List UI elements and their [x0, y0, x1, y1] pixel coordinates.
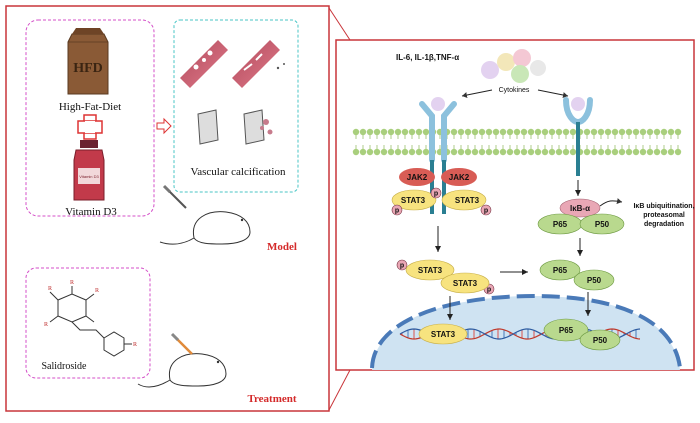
p65-upper-label: P65	[553, 220, 568, 229]
svg-text:R: R	[70, 280, 74, 286]
vitamin-bottle-icon	[73, 140, 105, 201]
calcification-box	[173, 19, 299, 193]
stat3-left	[391, 189, 437, 211]
stat3-nucleus	[418, 323, 468, 345]
pstat3-bottom	[440, 272, 490, 294]
ikb-alpha	[559, 198, 601, 218]
ikb-note-line3: degradation	[644, 221, 684, 228]
svg-text:p: p	[395, 208, 399, 215]
p65-mid-label: P65	[553, 266, 568, 275]
vessel-normal-icon	[180, 40, 228, 88]
svg-text:p: p	[400, 263, 404, 270]
svg-text:R: R	[133, 342, 137, 348]
jak2-right	[441, 168, 477, 186]
cell-membrane	[352, 128, 682, 156]
svg-text:p: p	[434, 191, 438, 198]
p65-nucleus	[543, 318, 589, 342]
p50-mid	[573, 269, 615, 291]
svg-text:R: R	[48, 286, 52, 292]
left-panel-frame	[5, 5, 330, 412]
pstat3-bottom-label: STAT3	[453, 279, 478, 288]
stat3-right-label: STAT3	[455, 196, 480, 205]
phosphate-labels: p p p p p	[395, 191, 491, 294]
ligand-right	[571, 97, 585, 111]
mouse-treatment-icon	[137, 332, 227, 388]
plus-icon	[77, 114, 103, 140]
hfd-label: High-Fat-Diet	[59, 101, 121, 113]
p65-mid	[539, 259, 581, 281]
svg-text:p: p	[487, 287, 491, 294]
artery-calcified-icon	[243, 109, 273, 145]
cytokine-arrow-left	[461, 89, 493, 98]
jak2-left	[399, 168, 435, 186]
cytokine-cluster	[481, 49, 546, 83]
svg-text:p: p	[484, 208, 488, 215]
p65-nucleus-label: P65	[559, 326, 574, 335]
treatment-label: Treatment	[247, 393, 296, 405]
calcification-label: Vascular calcification	[191, 166, 286, 178]
model-box	[25, 19, 155, 217]
ikb-note-line1: IκB ubiquitination,	[633, 203, 694, 210]
stat3-nucleus-label: STAT3	[431, 330, 456, 339]
molecule-atoms: R R R R R	[44, 280, 137, 348]
jak2-right-label: JAK2	[449, 173, 470, 182]
cytokines-list-label: IL-6, IL-1β,TNF-α	[396, 53, 459, 62]
vessel-calcified-icon	[232, 40, 285, 88]
svg-text:R: R	[44, 322, 48, 328]
vitamin-bottle-text: Vitamin D3	[79, 174, 99, 179]
ikb-degradation-arrow	[599, 198, 623, 207]
nuclear-envelope	[370, 293, 682, 369]
ikb-note-line2: proteasomal	[643, 212, 685, 219]
p50-upper-label: P50	[595, 220, 610, 229]
treatment-box	[25, 267, 151, 379]
hfd-bag-icon	[67, 28, 109, 95]
cytokines-label: Cytokines	[499, 87, 530, 94]
p50-mid-label: P50	[587, 276, 602, 285]
pstat3-top-label: STAT3	[418, 266, 443, 275]
p50-nucleus	[579, 329, 621, 351]
salidroside-molecule	[49, 286, 132, 357]
ligand-left	[431, 97, 445, 111]
cytokine-arrow-right	[537, 89, 569, 98]
ikb-alpha-label: IκB-α	[570, 204, 590, 213]
model-label: Model	[267, 241, 297, 253]
hfd-bag-text: HFD	[73, 61, 103, 76]
vitamin-d3-label: Vitamin D3	[65, 206, 117, 218]
p50-nucleus-label: P50	[593, 336, 608, 345]
pstat3-top	[405, 259, 455, 281]
model-arrow-icon	[156, 117, 172, 135]
artery-normal-icon	[197, 109, 219, 145]
salidroside-label: Salidroside	[42, 361, 88, 372]
stat3-right	[441, 189, 487, 211]
mouse-model-icon	[159, 184, 251, 245]
connector-lines	[328, 7, 351, 411]
jak2-left-label: JAK2	[407, 173, 428, 182]
stat3-left-label: STAT3	[401, 196, 426, 205]
cytokine-receptor-right	[563, 97, 593, 176]
svg-text:R: R	[95, 288, 99, 294]
p50-upper	[579, 213, 625, 235]
